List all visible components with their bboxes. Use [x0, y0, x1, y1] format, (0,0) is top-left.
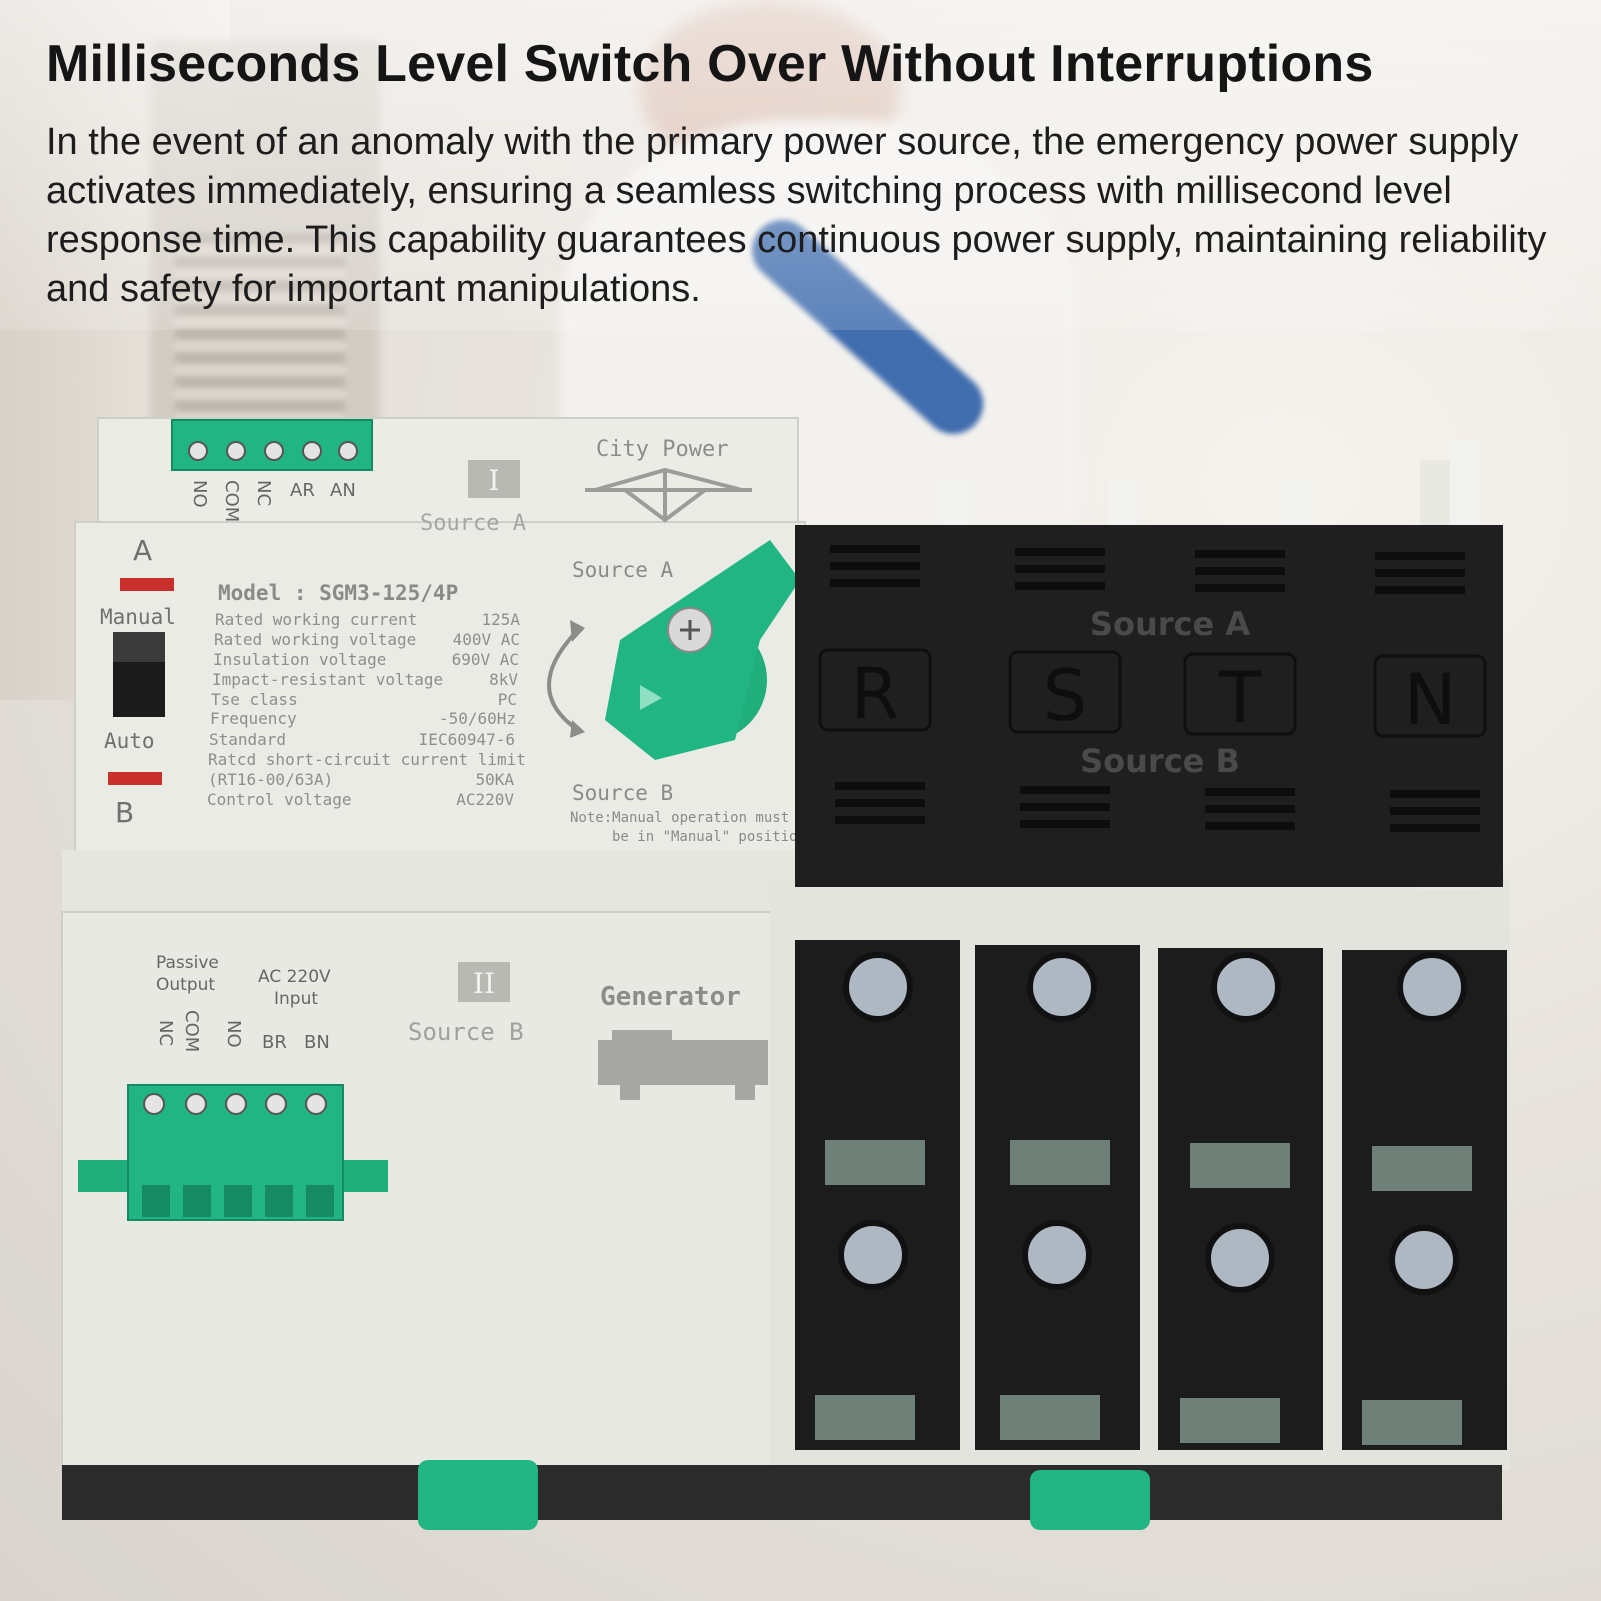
note-line-2: be in "Manual" position — [612, 829, 806, 845]
spec-label: Rated working current — [215, 610, 417, 629]
bottom-terminal-br: BR — [262, 1032, 287, 1053]
transfer-handle[interactable] — [605, 540, 800, 760]
bottom-terminal-nc: NC — [155, 1020, 176, 1046]
bottom-terminal-com: COM — [181, 1010, 202, 1052]
source-a-top-label: Source A — [420, 511, 526, 536]
spec-label: Control voltage — [207, 790, 352, 809]
indicator-b-letter: B — [115, 796, 134, 829]
rotate-arrowheads-icon — [570, 620, 585, 738]
spec-label: Ratcd short-circuit current limit — [208, 750, 526, 769]
top-terminal-an: AN — [330, 480, 356, 501]
top-terminal-block — [171, 419, 373, 471]
top-terminal-no: NO — [189, 480, 210, 508]
bottom-terminal-block — [78, 1084, 388, 1221]
phase-cover — [795, 440, 1503, 887]
passive-output-line1: Passive — [156, 953, 219, 973]
headline: Milliseconds Level Switch Over Without I… — [46, 35, 1374, 93]
phase-terminal-n — [1342, 950, 1507, 1450]
cover-source-a-label: Source A — [1090, 605, 1250, 643]
spec-label: Tse class — [211, 690, 298, 709]
spec-value: 400V AC — [453, 630, 520, 649]
spec-label: Standard — [209, 730, 286, 749]
cover-source-b-label: Source B — [1080, 742, 1240, 780]
spec-value: PC — [498, 690, 517, 709]
spec-label: Frequency — [210, 709, 297, 728]
bottom-terminal-bn: BN — [304, 1032, 330, 1053]
ac-input-line1: AC 220V — [258, 967, 331, 987]
top-terminal-nc: NC — [253, 480, 274, 506]
handle-source-a-label: Source A — [572, 558, 674, 582]
phase-s: S — [1043, 655, 1087, 737]
spec-value: IEC60947-6 — [419, 730, 515, 749]
rotate-arrow-icon — [547, 628, 580, 732]
background-fade — [0, 0, 1601, 330]
ac-input-line2: Input — [274, 989, 318, 1009]
power-tower-icon — [585, 467, 752, 523]
bottom-terminal-no: NO — [223, 1020, 244, 1048]
generator-label: Generator — [600, 982, 741, 1012]
spec-label: Rated working voltage — [214, 630, 416, 649]
source-i-badge — [468, 460, 520, 498]
description-text: In the event of an anomaly with the prim… — [46, 121, 1547, 310]
top-terminal-com: COM — [221, 480, 242, 522]
roman-two: II — [473, 967, 495, 1000]
spec-list: Rated working current 125A Rated working… — [207, 610, 526, 809]
spec-label: Impact-resistant voltage — [212, 670, 443, 689]
spec-label: Insulation voltage — [213, 650, 386, 669]
phase-r: R — [851, 653, 900, 735]
mode-switch-knob — [113, 632, 165, 662]
phase-terminal-t — [1158, 948, 1323, 1450]
spec-value: 8kV — [489, 670, 518, 689]
city-power-label: City Power — [596, 437, 728, 462]
phase-n: N — [1404, 659, 1456, 741]
auto-label: Auto — [104, 729, 155, 753]
generator-icon — [598, 1030, 768, 1100]
spec-value: -50/60Hz — [439, 709, 516, 728]
spec-value: AC220V — [456, 790, 514, 809]
source-ii-badge — [458, 962, 510, 1002]
handle-source-b-label: Source B — [572, 781, 673, 805]
roman-one: I — [488, 464, 499, 497]
phase-terminal-r — [795, 940, 960, 1450]
source-b-mid-label: Source B — [408, 1018, 524, 1046]
phase-terminal-s — [975, 945, 1140, 1450]
indicator-a-letter: A — [133, 534, 152, 567]
indicator-b-led — [108, 772, 162, 785]
spec-value: 690V AC — [452, 650, 519, 669]
spec-label: (RT16-00/63A) — [208, 770, 333, 789]
top-terminal-ar: AR — [290, 480, 315, 501]
note-line-1: Note:Manual operation must — [570, 810, 789, 826]
passive-output-line2: Output — [156, 975, 215, 995]
indicator-a-led — [120, 578, 174, 591]
spec-value: 50KA — [475, 770, 514, 789]
phase-t: T — [1218, 657, 1262, 739]
model-label: Model : SGM3-125/4P — [218, 581, 458, 605]
spec-value: 125A — [481, 610, 520, 629]
manual-label: Manual — [100, 605, 176, 629]
